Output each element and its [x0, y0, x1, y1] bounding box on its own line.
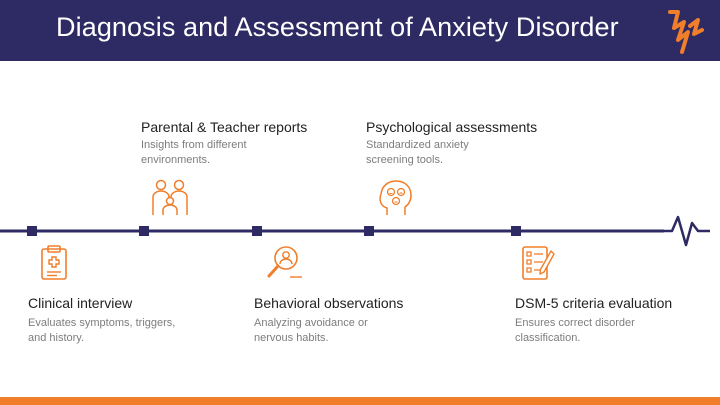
step-title-behavioral-observations: Behavioral observations [254, 295, 404, 311]
page-title: Diagnosis and Assessment of Anxiety Diso… [56, 12, 619, 42]
step-title-dsm5-criteria-evaluation: DSM-5 criteria evaluation [515, 295, 673, 311]
step-desc-psychological-assessments: Standardized anxiety screening tools. [366, 139, 469, 166]
lightning-bolt-icon [668, 10, 704, 54]
timeline-marker [364, 226, 374, 236]
step-desc-behavioral-observations: Analyzing avoidance or nervous habits. [254, 317, 368, 344]
head-emotions-icon [375, 177, 415, 217]
header-bar: Diagnosis and Assessment of Anxiety Diso… [0, 0, 720, 61]
family-group-icon [150, 177, 190, 217]
step-title-parental-teacher-reports: Parental & Teacher reports [141, 119, 308, 135]
checklist-pencil-icon [518, 243, 558, 283]
step-title-psychological-assessments: Psychological assessments [366, 119, 538, 135]
timeline [0, 215, 710, 247]
timeline-marker [252, 226, 262, 236]
step-desc-dsm5-criteria-evaluation: Ensures correct disorder classification. [515, 317, 635, 344]
step-desc-parental-teacher-reports: Insights from different environments. [141, 139, 247, 166]
magnifier-user-icon [264, 243, 304, 283]
heartbeat-line [660, 215, 710, 247]
clipboard-medical-icon [34, 243, 74, 283]
step-desc-clinical-interview: Evaluates symptoms, triggers, and histor… [28, 317, 176, 344]
timeline-marker [139, 226, 149, 236]
step-title-clinical-interview: Clinical interview [28, 295, 133, 311]
timeline-marker [511, 226, 521, 236]
timeline-marker [27, 226, 37, 236]
bottom-accent-bar [0, 397, 720, 405]
